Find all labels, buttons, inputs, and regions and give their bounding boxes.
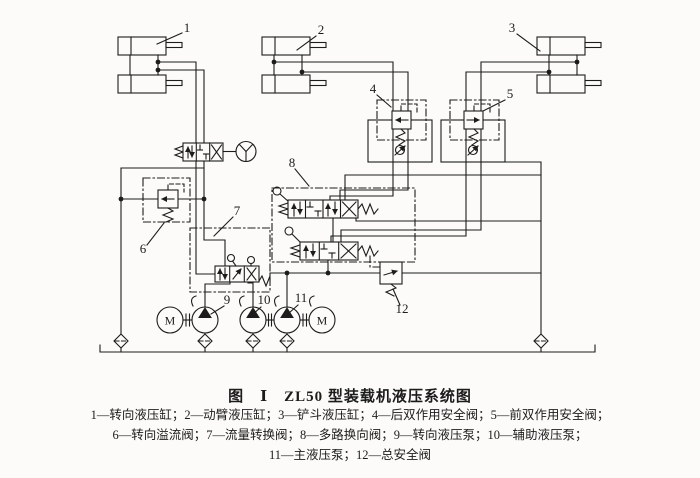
flow-diverter-valve (189, 227, 271, 293)
multiway-directional-valve (271, 186, 416, 263)
label-4: 4 (370, 81, 377, 96)
label-10: 10 (258, 292, 271, 307)
rear-double-safety-valve (367, 99, 433, 163)
pump-motor-group: M M (113, 295, 549, 349)
legend-line-2: 6—转向溢流阀；7—流量转换阀；8—多路换向阀；9—转向液压泵；10—辅助液压泵… (112, 428, 588, 442)
label-2: 2 (318, 22, 325, 37)
pipe-lines (99, 59, 596, 353)
component-number-labels: 1 2 3 4 5 6 7 8 9 10 11 12 (140, 20, 541, 316)
label-7: 7 (234, 203, 241, 218)
main-safety-valve (369, 255, 403, 297)
label-3: 3 (509, 20, 516, 35)
steering-relief-valve (142, 177, 191, 223)
steering-control-valve (173, 140, 257, 163)
filter-icons (113, 333, 549, 349)
motor-right-label: M (317, 314, 328, 328)
label-11: 11 (295, 290, 308, 305)
legend-line-3: 11—主液压泵；12—总安全阀 (268, 448, 432, 462)
front-double-safety-valve (440, 99, 506, 163)
motor-left-label: M (165, 314, 176, 328)
legend-line-1: 1—转向液压缸；2—动臂液压缸；3—铲斗液压缸；4—后双作用安全阀；5—前双作用… (90, 408, 610, 422)
label-9: 9 (224, 292, 231, 307)
bucket-cylinders (536, 36, 602, 94)
label-6: 6 (140, 241, 147, 256)
boom-cylinders (261, 36, 327, 94)
label-1: 1 (184, 20, 191, 35)
label-5: 5 (507, 86, 514, 101)
label-8: 8 (289, 155, 296, 170)
label-12: 12 (396, 301, 409, 316)
figure-caption: 图 Ⅰ ZL50 型装载机液压系统图 (228, 389, 472, 405)
steering-cylinders (117, 36, 183, 94)
